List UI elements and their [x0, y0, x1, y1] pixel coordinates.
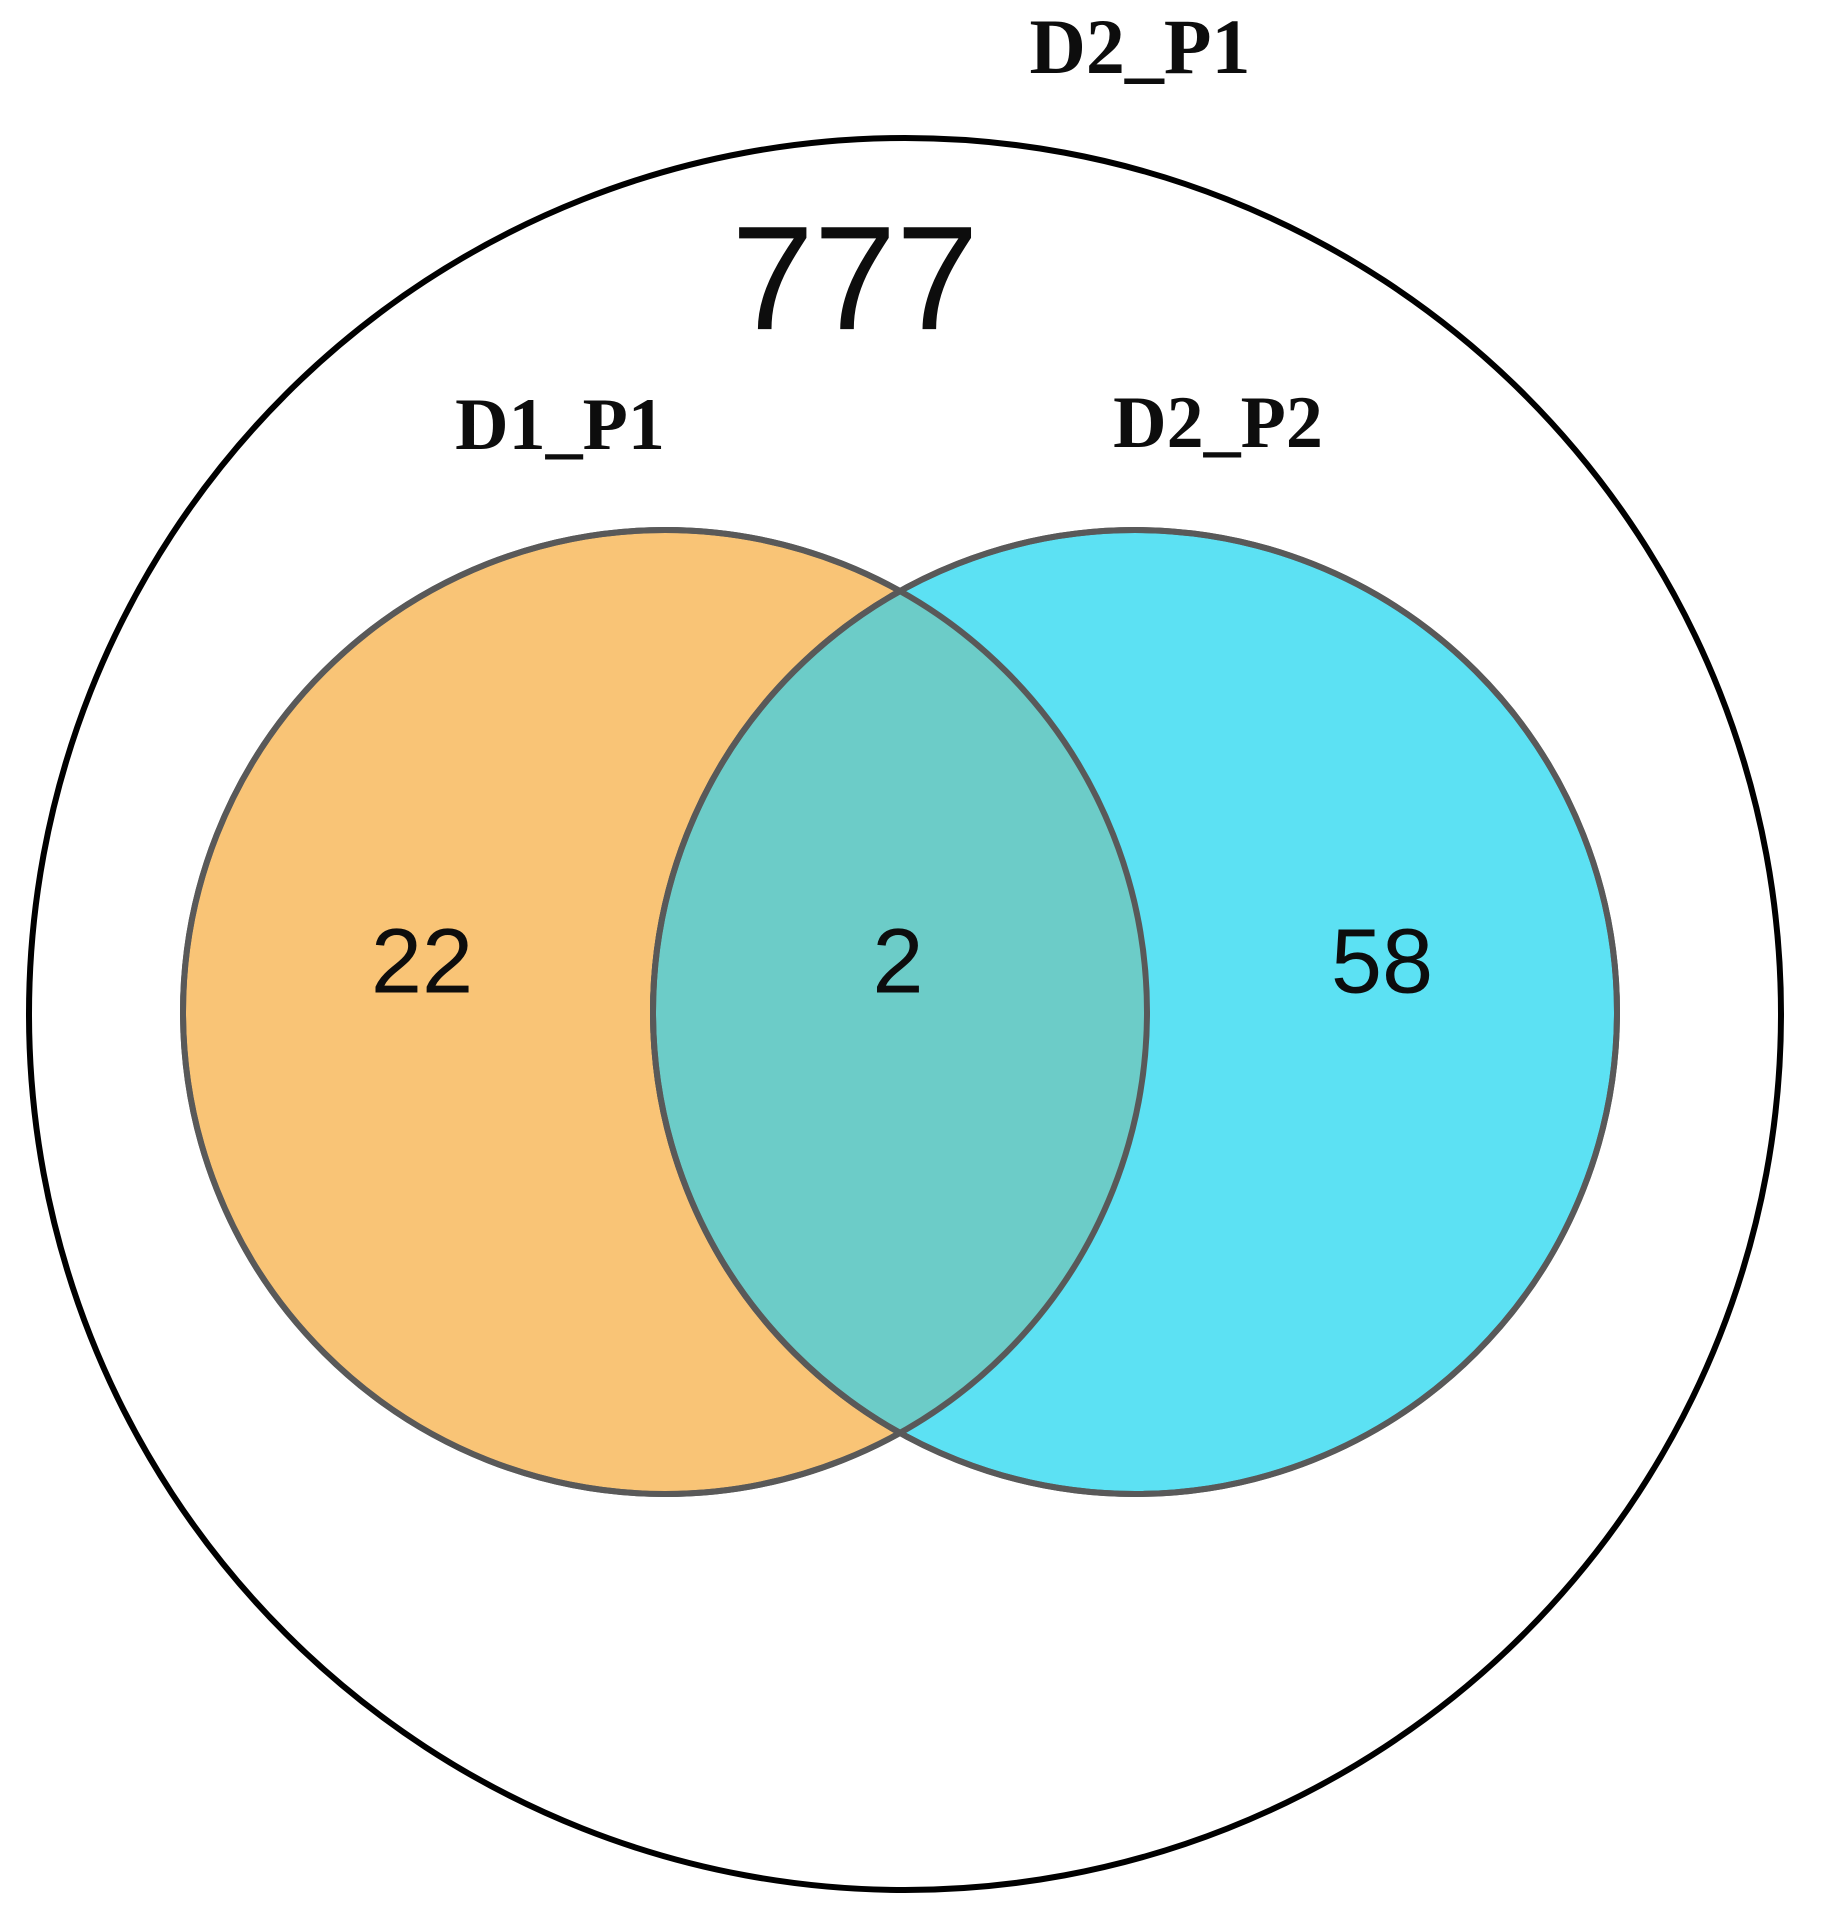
universe-label: D2_P1: [1030, 3, 1251, 90]
set-circle-left-outline: [180, 527, 1150, 1497]
set-label-right: D2_P2: [1113, 382, 1323, 464]
set-label-left: D1_P1: [455, 384, 665, 466]
set-circle-right-outline: [650, 527, 1620, 1497]
universe-count: 777: [732, 196, 979, 361]
set-count-right: 58: [1331, 910, 1433, 1012]
intersection-count: 2: [872, 910, 923, 1012]
set-count-left: 22: [371, 910, 473, 1012]
